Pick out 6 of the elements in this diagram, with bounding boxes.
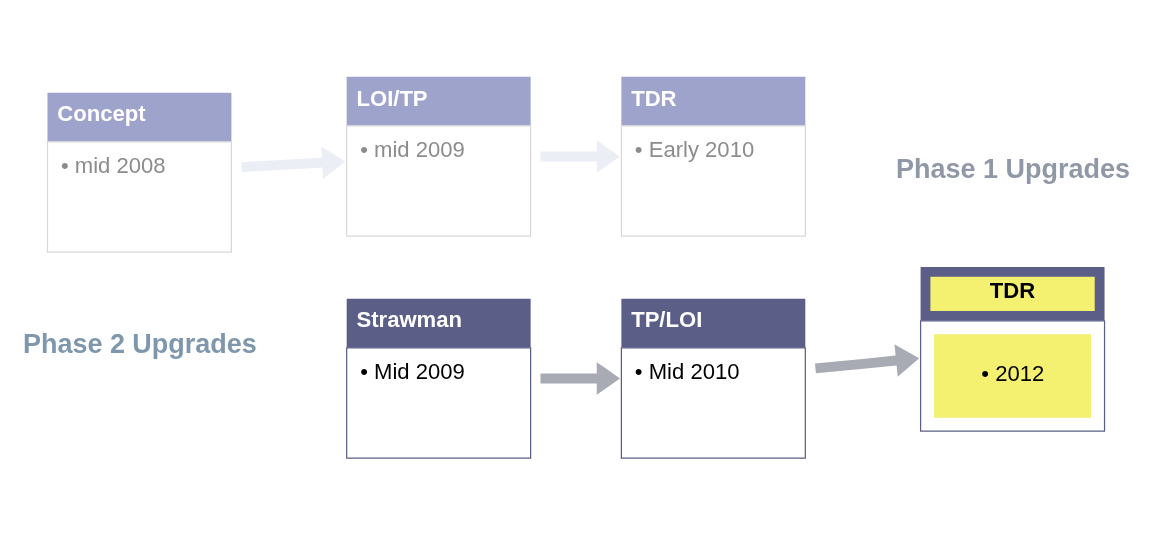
- arrow: [540, 140, 621, 173]
- arrow: [241, 146, 346, 179]
- arrow: [815, 344, 920, 377]
- arrow: [540, 362, 621, 395]
- label: Phase 1 Upgrades: [896, 154, 1130, 185]
- label: Phase 2 Upgrades: [22, 329, 257, 360]
